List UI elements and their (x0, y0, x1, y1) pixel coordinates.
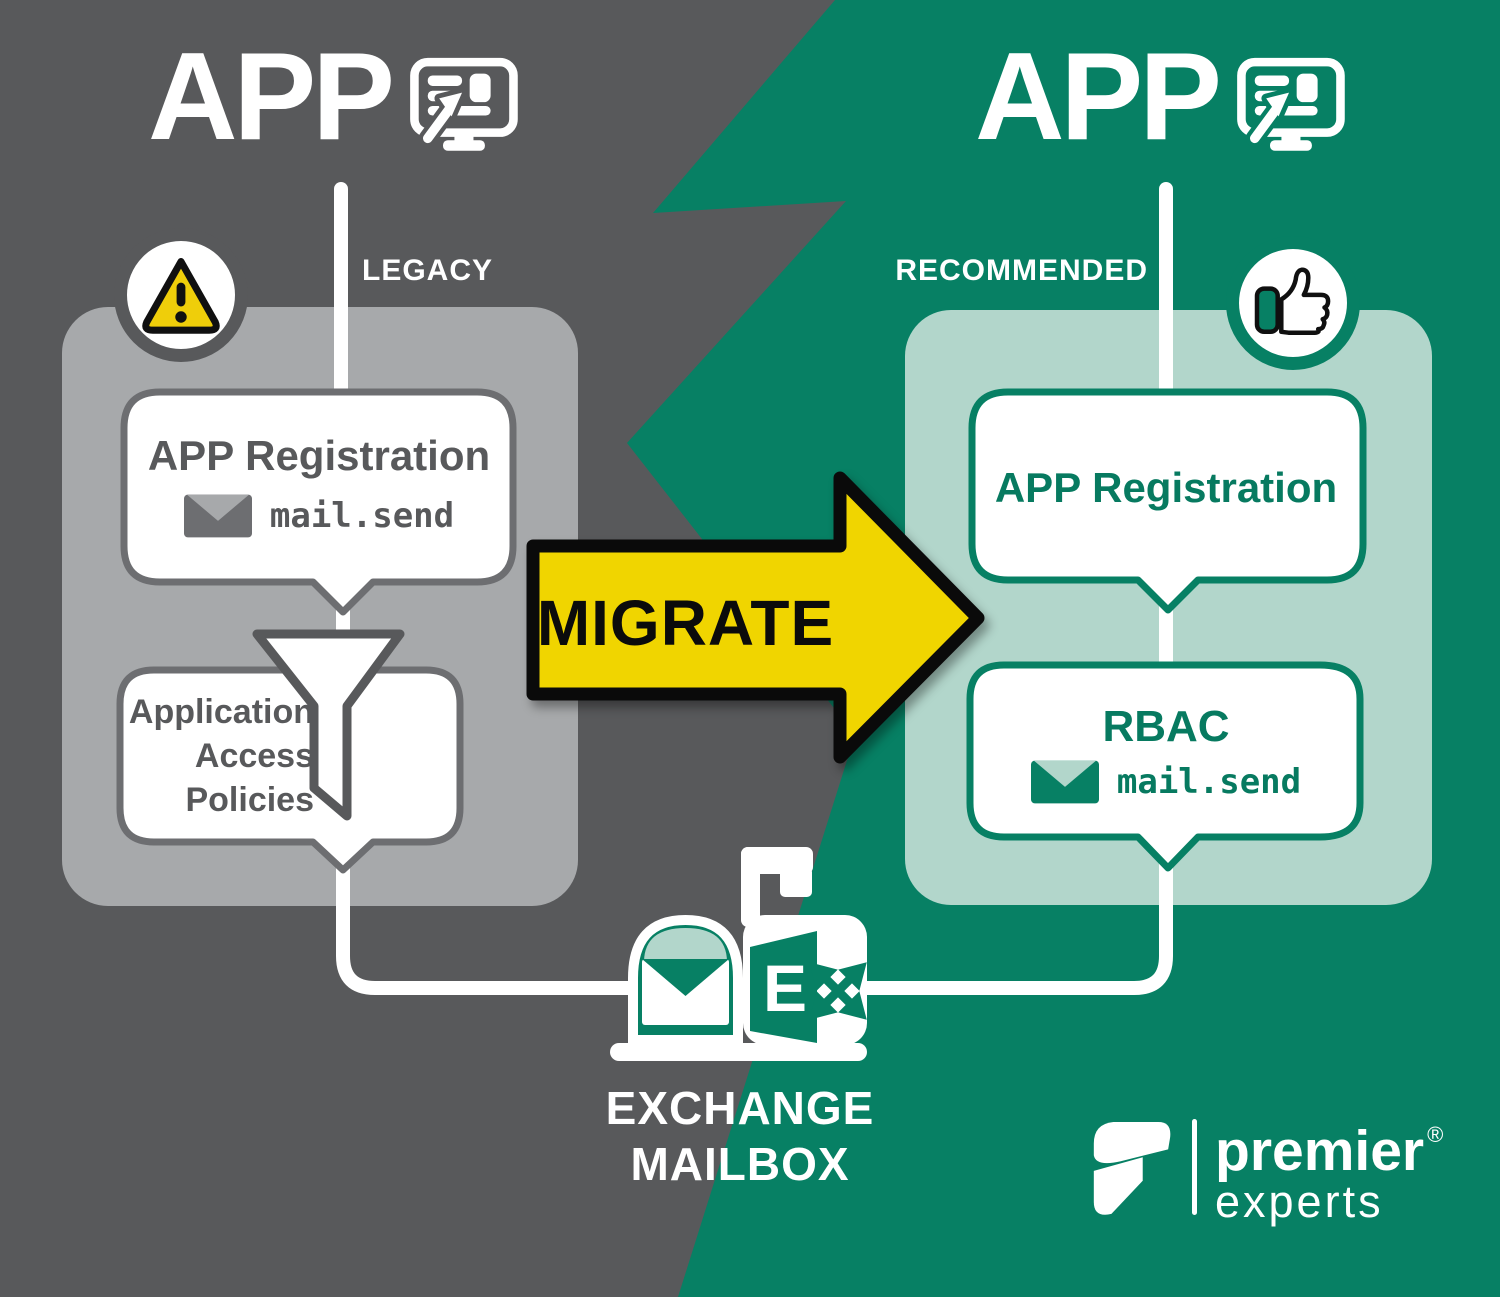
legacy-permission-row: mail.send (130, 492, 508, 540)
access-policies-label: Application Access Policies (120, 690, 314, 822)
envelope-icon (642, 959, 729, 1025)
thumbs-up-icon (1254, 267, 1331, 335)
warning-icon (142, 258, 220, 334)
exchange-letter: E (763, 951, 807, 1025)
premier-logo-mark-icon (1093, 1122, 1171, 1215)
thumbs-up-badge (1226, 236, 1360, 370)
recommended-registration-title: APP Registration (994, 464, 1338, 511)
exchange-mailbox-line1: EXCHANGE (605, 1082, 875, 1134)
legacy-registration-bubble (120, 388, 517, 616)
legacy-app-title: APP (148, 28, 523, 166)
brand-divider (1192, 1119, 1197, 1215)
brand-name: premier® (1215, 1108, 1444, 1180)
premier-experts-logo: premier® experts (1086, 1108, 1443, 1226)
rbac-bubble (966, 661, 1364, 872)
recommended-app-title: APP (975, 28, 1350, 166)
exchange-logo-icon: E (750, 931, 867, 1043)
exchange-mailbox-icon: E (610, 847, 867, 1061)
brand-name-text: premier (1215, 1119, 1425, 1183)
mailbox-base (610, 1043, 867, 1061)
app-monitor-icon (410, 57, 518, 151)
cursor-icon (418, 87, 467, 148)
access-policies-bubble (116, 666, 464, 874)
exchange-mailbox-line2: MAILBOX (630, 1138, 850, 1190)
funnel-icon (252, 629, 405, 821)
rbac-title: RBAC (1102, 702, 1230, 751)
registered-mark: ® (1427, 1122, 1444, 1147)
exchange-mailbox-label: EXCHANGE MAILBOX (538, 1080, 942, 1192)
app-monitor-icon (1237, 57, 1345, 151)
brand-subname: experts (1215, 1176, 1384, 1227)
migrate-label: MIGRATE (536, 587, 835, 659)
legacy-permission-label: mail.send (269, 496, 455, 536)
access-policies-line: Application (128, 693, 314, 731)
warning-badge (114, 228, 248, 362)
access-policies-line: Policies (185, 781, 314, 819)
mailbox-flag-icon (741, 847, 813, 927)
recommended-tag: RECOMMENDED (895, 254, 1148, 287)
legacy-tag: LEGACY (362, 254, 494, 287)
mailbox-dome (644, 928, 727, 961)
envelope-icon (1030, 760, 1099, 804)
legacy-registration-title: APP Registration (147, 432, 491, 479)
migrate-arrow (526, 471, 985, 764)
rbac-permission-label: mail.send (1116, 762, 1302, 802)
cursor-icon (1245, 87, 1294, 148)
envelope-icon (183, 494, 252, 538)
access-policies-line: Access (194, 737, 314, 775)
recommended-registration-bubble (968, 388, 1367, 614)
recommended-app-title-text: APP (975, 28, 1222, 166)
rbac-permission-row: mail.send (976, 758, 1356, 806)
legacy-app-title-text: APP (148, 28, 395, 166)
